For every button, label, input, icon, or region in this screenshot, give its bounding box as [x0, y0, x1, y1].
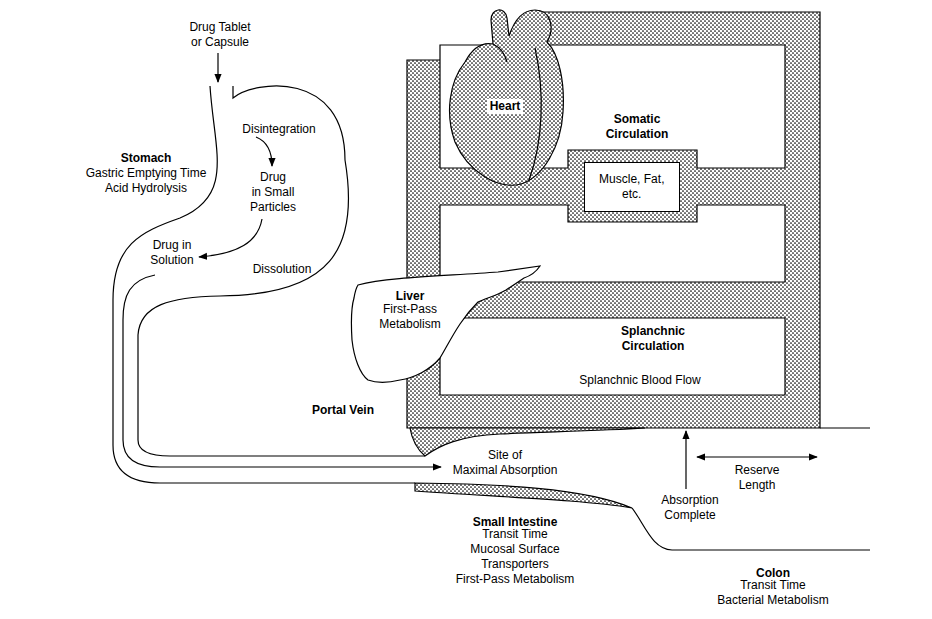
text-line: Gastric Emptying Time	[86, 166, 207, 181]
text-line: etc.	[599, 187, 664, 202]
disintegration-arrow	[256, 137, 272, 166]
text-line: Transporters	[456, 557, 575, 572]
text-line: Site of	[453, 448, 558, 463]
label-holder: Drug in Solution	[150, 238, 193, 268]
tissue-box: Muscle, Fat, etc.	[584, 162, 680, 212]
text-holder: Splanchnic Blood Flow	[579, 370, 700, 388]
process-label: Disintegration	[242, 122, 315, 137]
text-holder: Liver	[396, 286, 425, 304]
colon-upper-wall	[820, 427, 870, 428]
organ-name: Heart	[487, 99, 524, 114]
text-line: Reserve	[735, 463, 780, 478]
label-holder: Gastric Emptying Time Acid Hydrolysis	[86, 166, 207, 196]
tissue-name: Muscle, Fat, etc.	[599, 172, 664, 202]
text-line: Bacterial Metabolism	[717, 593, 828, 608]
heart-shape: Heart	[443, 2, 568, 190]
dimension-label: Reserve Length	[735, 463, 780, 493]
text-line: Splanchnic	[621, 324, 685, 339]
process-label: Drug in Solution	[150, 238, 193, 268]
text-holder: Heart	[487, 96, 524, 114]
organ-note: First-Pass Metabolism	[379, 302, 440, 332]
organ-note: Transit Time Bacterial Metabolism	[717, 578, 828, 608]
text-holder: Somatic Circulation	[606, 112, 669, 142]
label-holder: Disintegration	[242, 119, 315, 137]
text-line: Maximal Absorption	[453, 463, 558, 478]
text-line: Length	[735, 478, 780, 493]
somatic-circulation-region	[440, 45, 785, 168]
organ-name: Stomach	[121, 151, 172, 166]
text-holder: Muscle, Fat, etc.	[599, 172, 664, 202]
text-line: Particles	[250, 200, 296, 215]
organ-name: Liver	[396, 289, 425, 304]
label-holder: Absorption Complete	[661, 493, 718, 523]
node-outline	[348, 262, 548, 386]
text-line: Complete	[661, 508, 718, 523]
site-label: Site of Maximal Absorption	[453, 448, 558, 478]
process-label: Dissolution	[253, 262, 312, 277]
label-holder: Portal Vein	[312, 400, 374, 418]
text-line: First-Pass Metabolism	[456, 572, 575, 587]
liver-shape: LiverFirst-Pass Metabolism	[348, 262, 548, 386]
stomach-greater-wall	[138, 86, 425, 456]
vessel-name: Portal Vein	[312, 403, 374, 418]
intake-arrow	[217, 53, 218, 82]
dissolution-arrow	[199, 219, 262, 257]
label-holder: Drug in Small Particles	[250, 170, 296, 215]
text-line: Somatic	[606, 112, 669, 127]
organ-note: Gastric Emptying Time Acid Hydrolysis	[86, 166, 207, 196]
text-line: Transit Time	[717, 578, 828, 593]
text-line: Mucosal Surface	[456, 542, 575, 557]
organ-note: Transit Time Mucosal Surface Transporter…	[456, 527, 575, 587]
circulation-region	[440, 205, 785, 282]
label-holder: Drug Tablet or Capsule	[189, 20, 250, 50]
splanchnic-circulation-region	[440, 318, 785, 395]
node-outline	[443, 2, 568, 190]
text-line: Transit Time	[456, 527, 575, 542]
text-line: Absorption	[661, 493, 718, 508]
colon-lower-wall	[632, 508, 870, 550]
shape-detail	[529, 48, 541, 180]
heart-shape	[450, 10, 564, 185]
label-holder: Site of Maximal Absorption	[453, 448, 558, 478]
text-line: Drug Tablet	[189, 20, 250, 35]
text-line: Metabolism	[379, 317, 440, 332]
site-label: Absorption Complete	[661, 493, 718, 523]
region-name: Somatic Circulation	[606, 112, 669, 142]
input-label: Drug Tablet or Capsule	[189, 20, 250, 50]
text-line: or Capsule	[189, 35, 250, 50]
region-name: Splanchnic Circulation	[621, 324, 685, 354]
text-line: First-Pass	[379, 302, 440, 317]
text-holder: First-Pass Metabolism	[379, 302, 440, 332]
shape-detail	[493, 44, 507, 62]
label-holder: Dissolution	[253, 259, 312, 277]
intestine-upper-wall	[410, 428, 645, 456]
absorption-arrow	[685, 431, 686, 489]
label-holder: Reserve Length	[735, 463, 780, 493]
region-note: Splanchnic Blood Flow	[579, 373, 700, 388]
text-line: Drug in	[150, 238, 193, 253]
splanchnic-circulation-region: Splanchnic CirculationSplanchnic Blood F…	[440, 318, 785, 395]
intestine-lower-wall	[415, 483, 632, 508]
text-line: Drug	[250, 170, 296, 185]
label-holder: Stomach	[121, 148, 172, 166]
label-holder: Transit Time Bacterial Metabolism	[717, 578, 828, 608]
text-holder: Splanchnic Circulation	[621, 324, 685, 354]
text-line: in Small	[250, 185, 296, 200]
text-line: Solution	[150, 253, 193, 268]
process-label: Drug in Small Particles	[250, 170, 296, 215]
text-line: Circulation	[621, 339, 685, 354]
text-line: Circulation	[606, 127, 669, 142]
text-line: Acid Hydrolysis	[86, 181, 207, 196]
text-line: Muscle, Fat,	[599, 172, 664, 187]
reserve-dimension	[697, 456, 817, 457]
label-holder: Transit Time Mucosal Surface Transporter…	[456, 527, 575, 587]
